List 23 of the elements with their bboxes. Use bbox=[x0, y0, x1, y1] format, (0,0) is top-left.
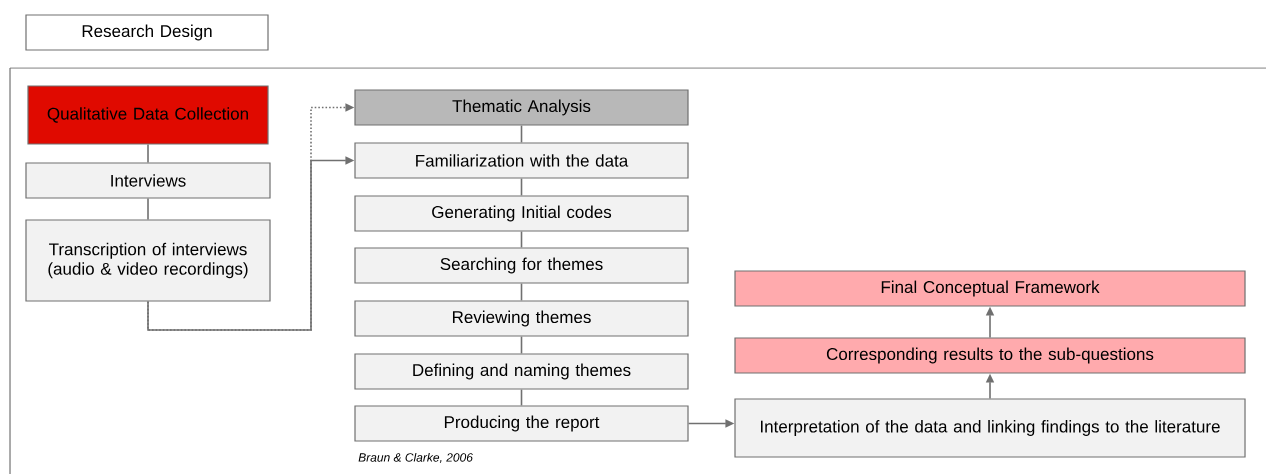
process-box: Corresponding results to the sub-questions bbox=[734, 337, 1246, 374]
process-box: Transcription of interviews (audio & video recordings) bbox=[25, 219, 271, 302]
connector bbox=[520, 282, 523, 302]
connector bbox=[520, 124, 523, 144]
process-box: Defining and naming themes bbox=[354, 353, 689, 390]
process-box: Searching for themes bbox=[354, 247, 689, 284]
process-box: Familiarization with the data bbox=[354, 142, 689, 179]
process-box: Interpretation of the data and linking findings to the literature bbox=[734, 398, 1246, 458]
process-box: Qualitative Data Collection bbox=[27, 85, 269, 145]
connector bbox=[520, 335, 523, 355]
process-box: Reviewing themes bbox=[354, 300, 689, 337]
process-box: Generating Initial codes bbox=[354, 195, 689, 232]
connector bbox=[147, 143, 149, 164]
process-box: Thematic Analysis bbox=[354, 89, 689, 126]
connector bbox=[520, 388, 523, 407]
process-box: Producing the report bbox=[354, 405, 689, 442]
connector bbox=[147, 197, 149, 221]
process-box: Interviews bbox=[25, 162, 271, 199]
citation-note: Braun & Clarke, 2006 bbox=[358, 452, 473, 464]
connector bbox=[520, 177, 523, 197]
heading-box: Research Design bbox=[25, 14, 269, 51]
process-box: Final Conceptual Framework bbox=[734, 270, 1246, 307]
connector bbox=[520, 230, 523, 249]
